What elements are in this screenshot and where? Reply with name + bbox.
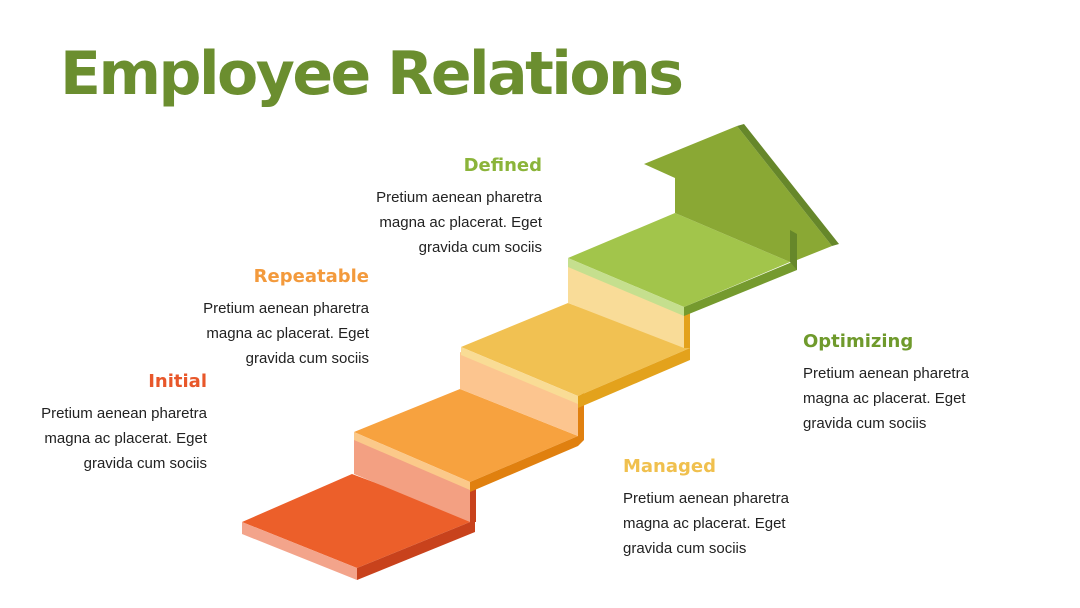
step-2-riser bbox=[460, 352, 578, 436]
stage-initial-desc: Pretium aenean pharetra magna ac placera… bbox=[41, 404, 207, 472]
step-3-side bbox=[578, 348, 690, 408]
stage-defined-desc: Pretium aenean pharetra magna ac placera… bbox=[376, 188, 542, 256]
step-1-riser bbox=[354, 436, 470, 522]
stage-optimizing-desc: Pretium aenean pharetra magna ac placera… bbox=[803, 364, 969, 432]
step-4-front bbox=[568, 258, 684, 316]
step-3-top bbox=[461, 303, 690, 396]
stage-defined: Defined Pretium aenean pharetra magna ac… bbox=[302, 155, 542, 260]
stage-initial-label: Initial bbox=[148, 371, 207, 392]
arrow-shaft-side bbox=[790, 230, 797, 270]
stage-defined-label: Defined bbox=[463, 155, 542, 176]
stage-repeatable: Repeatable Pretium aenean pharetra magna… bbox=[129, 266, 369, 371]
step-4-top bbox=[568, 213, 790, 307]
stage-managed-label: Managed bbox=[623, 456, 716, 477]
arrow-head-face bbox=[644, 126, 832, 262]
step-2-side bbox=[470, 436, 578, 492]
step-4-side bbox=[684, 260, 797, 316]
stage-initial: Initial Pretium aenean pharetra magna ac… bbox=[0, 371, 207, 476]
stage-managed: Managed Pretium aenean pharetra magna ac… bbox=[623, 456, 863, 561]
stage-optimizing-label: Optimizing bbox=[803, 331, 914, 352]
step-1-top bbox=[242, 474, 475, 568]
stage-repeatable-label: Repeatable bbox=[253, 266, 369, 287]
step-3-riser-side bbox=[684, 305, 690, 348]
step-2-top bbox=[354, 389, 578, 482]
step-2-front bbox=[354, 432, 470, 490]
step-1-side bbox=[357, 520, 475, 580]
step-3-riser bbox=[568, 266, 684, 348]
step-1-front bbox=[242, 522, 357, 580]
stage-repeatable-desc: Pretium aenean pharetra magna ac placera… bbox=[203, 299, 369, 367]
arrow-head-edge bbox=[737, 124, 839, 246]
page-title: Employee Relations bbox=[60, 39, 684, 109]
stage-optimizing: Optimizing Pretium aenean pharetra magna… bbox=[803, 331, 1043, 436]
step-3-front bbox=[461, 347, 578, 404]
stage-managed-desc: Pretium aenean pharetra magna ac placera… bbox=[623, 489, 789, 557]
